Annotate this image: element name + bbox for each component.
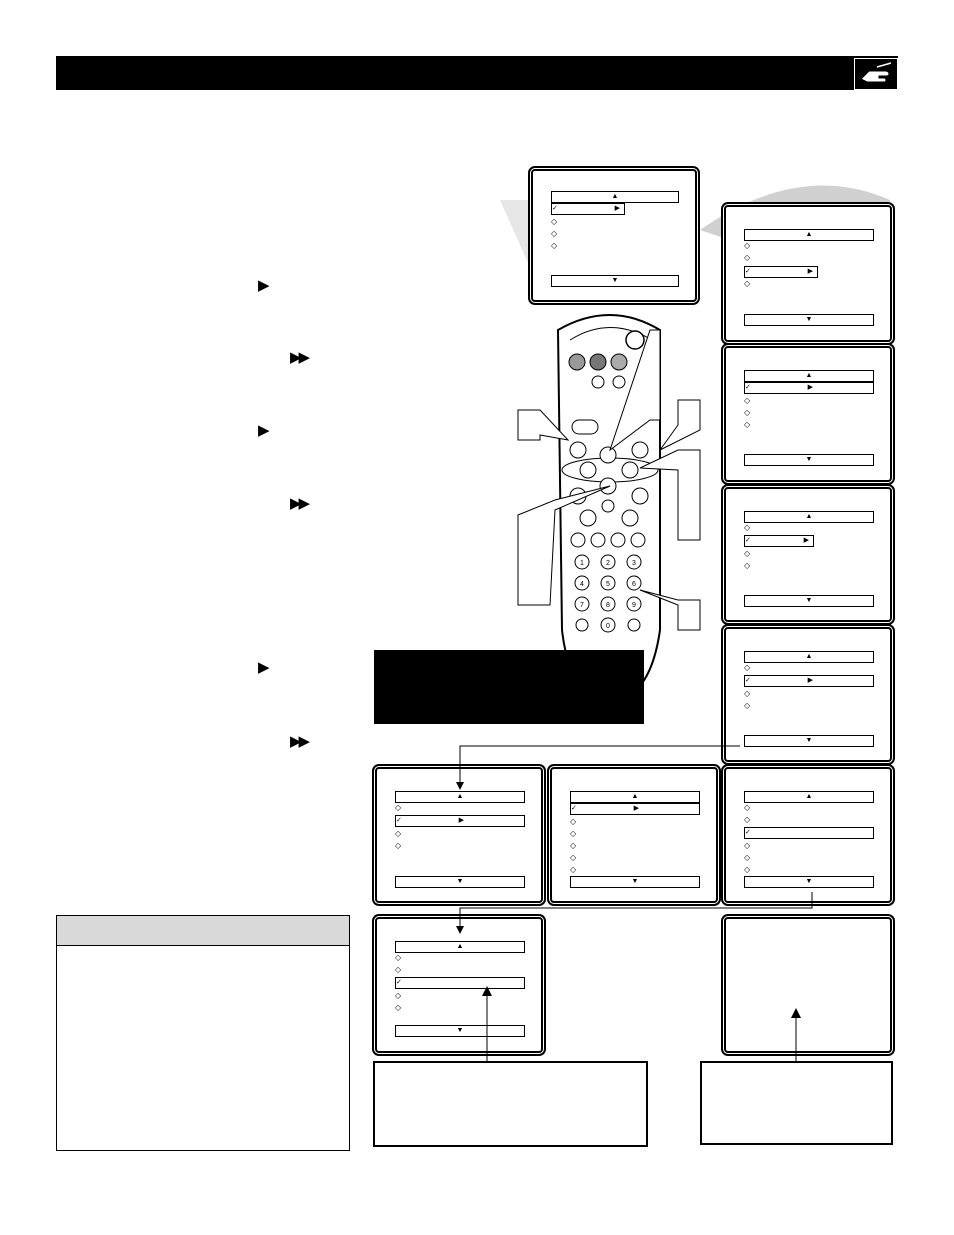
menu-row-item: ◇ (570, 853, 577, 862)
menu-screen: ▲ ✓▶ ◇ ◇ ◇ ◇ ◇ ▼ (550, 767, 718, 903)
menu-screen: ▲ ◇ ✓▶ ◇ ◇ ▼ (375, 767, 543, 903)
callout-box (700, 1061, 893, 1145)
svg-text:6: 6 (632, 581, 636, 588)
menu-row-item: ◇ (744, 420, 751, 429)
menu-row-item: ◇ (744, 279, 751, 288)
header-bar (56, 56, 898, 90)
menu-row-item: ◇ (395, 991, 402, 1000)
instruction-panel (374, 650, 644, 724)
menu-row-item: ◇ (395, 829, 402, 838)
svg-text:0: 0 (606, 623, 610, 630)
scroll-down-bar: ▼ (744, 735, 874, 747)
scroll-up-bar: ▲ (744, 791, 874, 803)
fast-forward-icon: ▶▶ (290, 495, 310, 512)
menu-row-item: ◇ (744, 803, 751, 812)
menu-row-item: ◇ (744, 241, 751, 250)
menu-screen: ▲ ◇ ◇ ✓ ◇ ◇ ◇ ▼ (724, 767, 892, 903)
menu-row-item: ◇ (551, 241, 558, 250)
menu-row-item: ◇ (395, 953, 402, 962)
menu-row-selected: ✓ (744, 827, 874, 839)
menu-row-item: ◇ (570, 829, 577, 838)
scroll-down-bar: ▼ (744, 876, 874, 888)
menu-screen: ▲ ✓▶ ◇ ◇ ◇ ▼ (531, 169, 697, 302)
menu-row-selected: ✓▶ (570, 803, 700, 815)
scroll-up-bar: ▲ (395, 791, 525, 803)
scroll-down-bar: ▼ (744, 595, 874, 607)
scroll-down-bar: ▼ (551, 275, 679, 287)
menu-row-item: ◇ (744, 663, 751, 672)
menu-row-item: ◇ (744, 549, 751, 558)
menu-row-item: ◇ (551, 217, 558, 226)
scroll-down-bar: ▼ (744, 314, 874, 326)
menu-row-item: ◇ (570, 865, 577, 874)
menu-row-selected: ✓ (395, 977, 525, 989)
right-arrow-icon: ▶ (258, 422, 270, 439)
menu-row-item: ◇ (744, 408, 751, 417)
menu-screen: ▲ ◇ ✓▶ ◇ ◇ ▼ (724, 487, 892, 622)
callout-box (373, 1061, 648, 1147)
scroll-down-bar: ▼ (744, 454, 874, 466)
scroll-up-bar: ▲ (570, 791, 700, 803)
menu-screen: ▲ ◇ ◇ ✓▶ ◇ ▼ (724, 205, 892, 342)
scroll-up-bar: ▲ (744, 651, 874, 663)
fast-forward-icon: ▶▶ (290, 733, 310, 750)
menu-row-selected: ✓▶ (744, 266, 818, 278)
menu-row-item: ◇ (395, 803, 402, 812)
scroll-up-bar: ▲ (744, 229, 874, 241)
svg-text:2: 2 (606, 560, 610, 567)
menu-row-item: ◇ (570, 817, 577, 826)
menu-row-selected: ✓▶ (395, 815, 525, 827)
scroll-up-bar: ▲ (744, 511, 874, 523)
menu-row-item: ◇ (570, 841, 577, 850)
menu-row-item: ◇ (395, 1003, 402, 1012)
scroll-up-bar: ▲ (744, 370, 874, 382)
menu-row-item: ◇ (744, 865, 751, 874)
menu-row-item: ◇ (395, 965, 402, 974)
scroll-up-bar: ▲ (395, 941, 525, 953)
tip-header (57, 916, 349, 946)
menu-row-item: ◇ (744, 853, 751, 862)
menu-row-item: ◇ (744, 841, 751, 850)
menu-row-item: ◇ (395, 841, 402, 850)
menu-screen: ▲ ◇ ✓▶ ◇ ◇ ▼ (724, 627, 892, 762)
svg-text:9: 9 (632, 602, 636, 609)
right-arrow-icon: ▶ (258, 659, 270, 676)
menu-row-item: ◇ (744, 396, 751, 405)
fast-forward-icon: ▶▶ (290, 349, 310, 366)
menu-row-item: ◇ (744, 523, 751, 532)
menu-row-item: ◇ (744, 701, 751, 710)
menu-screen: ▲ ✓▶ ◇ ◇ ◇ ▼ (724, 346, 892, 482)
pointing-hand-icon (854, 58, 898, 90)
svg-text:4: 4 (580, 581, 584, 588)
scroll-down-bar: ▼ (570, 876, 700, 888)
svg-text:8: 8 (606, 602, 610, 609)
right-arrow-icon: ▶ (258, 277, 270, 294)
scroll-down-bar: ▼ (395, 876, 525, 888)
menu-row-selected: ✓▶ (744, 382, 874, 394)
menu-row-item: ◇ (744, 561, 751, 570)
svg-text:7: 7 (580, 602, 584, 609)
menu-row-item: ◇ (551, 229, 558, 238)
menu-row-selected: ✓▶ (744, 535, 814, 547)
remote-control: 1 2 3 4 5 6 7 8 9 0 (517, 314, 701, 702)
menu-screen: ▲ ◇ ◇ ✓ ◇ ◇ ▼ (375, 917, 543, 1053)
svg-text:1: 1 (580, 560, 584, 567)
svg-text:5: 5 (606, 581, 610, 588)
menu-row-item: ◇ (744, 253, 751, 262)
menu-row-item: ◇ (744, 689, 751, 698)
scroll-down-bar: ▼ (395, 1025, 525, 1037)
menu-row-selected: ✓▶ (551, 203, 625, 215)
svg-text:3: 3 (632, 560, 636, 567)
tip-box (56, 915, 350, 1151)
menu-row-item: ◇ (744, 815, 751, 824)
scroll-up-bar: ▲ (551, 191, 679, 203)
menu-row-selected: ✓▶ (744, 675, 874, 687)
blank-screen (724, 917, 892, 1053)
